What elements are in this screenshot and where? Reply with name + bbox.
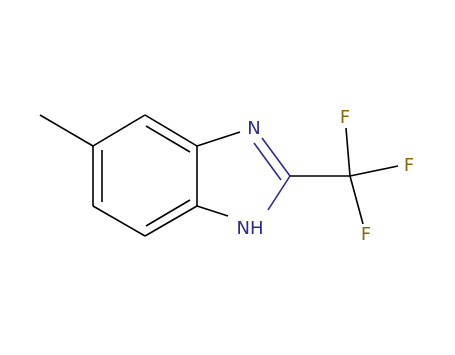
bond-c7-c7a-inner — [145, 199, 191, 227]
bond-c3a-n3 — [196, 131, 241, 147]
bond-c6-c7 — [92, 205, 146, 237]
bond-c7-c7a — [144, 205, 198, 237]
bond-n1-c2 — [267, 175, 291, 211]
atom-label-f1: F — [340, 107, 350, 128]
bond-cf3-f1 — [345, 127, 351, 177]
bond-n3-c2 — [261, 137, 291, 177]
bond-c4-c3a — [144, 114, 198, 147]
bond-cf3-f3 — [349, 175, 364, 225]
bond-c5-c4 — [92, 114, 146, 147]
bond-cf3-f2 — [349, 165, 399, 177]
atom-label-n3: N — [247, 118, 260, 139]
bond-n3-c2-inner — [253, 142, 282, 181]
atom-label-n1: NH — [237, 218, 264, 239]
bond-methyl — [39, 114, 94, 147]
atom-label-f3: F — [361, 224, 371, 245]
bond-c7a-n1 — [196, 205, 229, 217]
atom-label-f2: F — [404, 155, 414, 176]
bond-c4-c3a-inner — [145, 125, 191, 153]
